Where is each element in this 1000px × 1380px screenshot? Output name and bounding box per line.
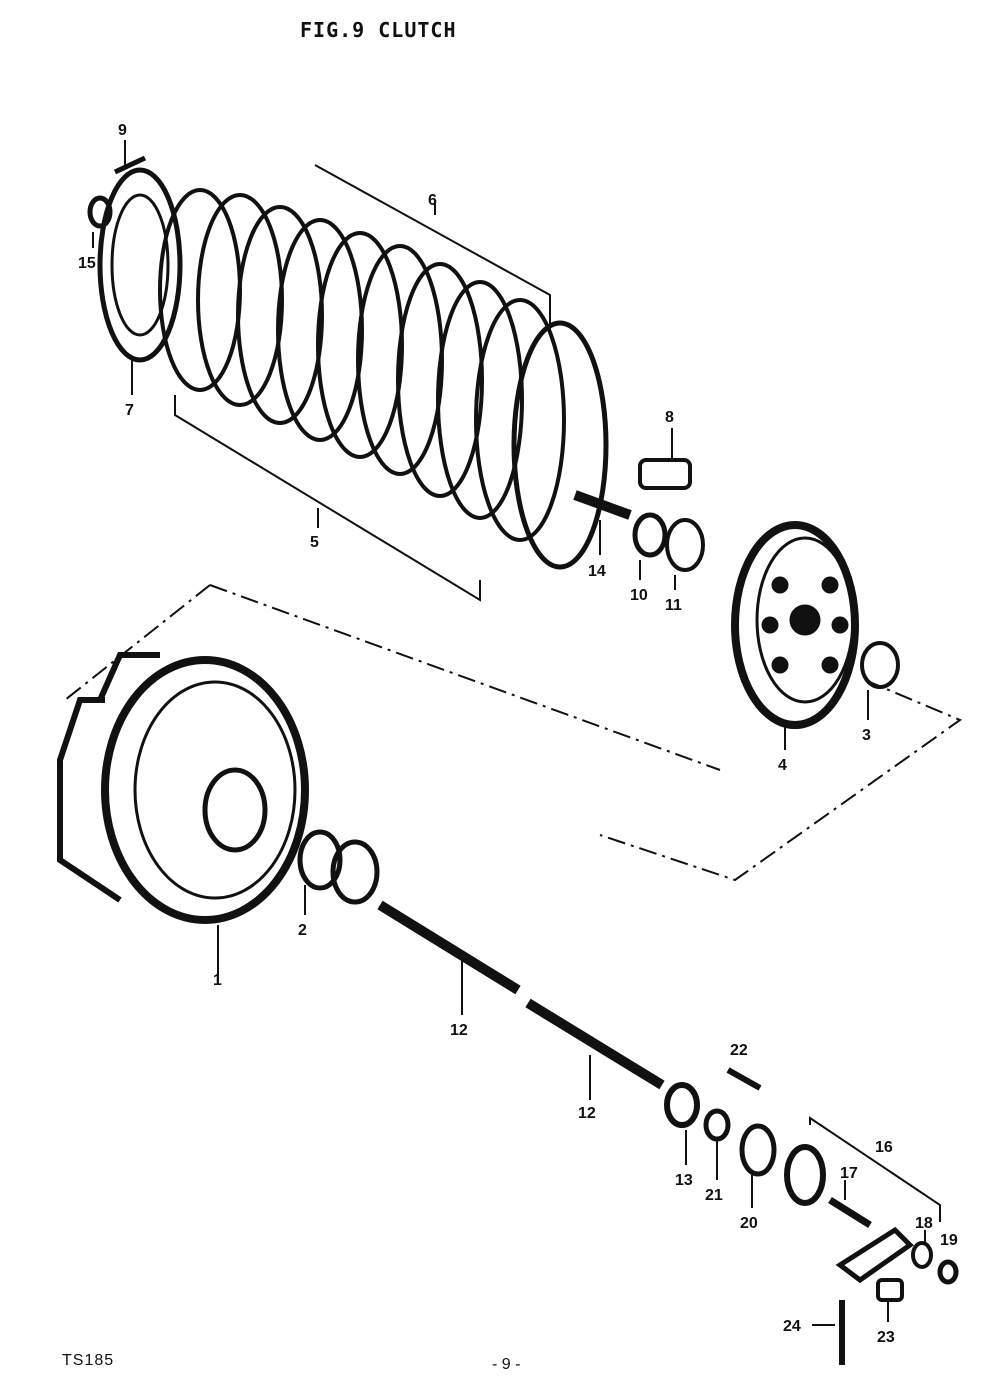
callout-15: 15 [78,255,96,272]
callout-14: 14 [588,563,606,580]
callout-12-upper: 12 [450,1022,468,1039]
callout-23: 23 [877,1329,895,1346]
callout-7: 7 [125,402,134,419]
callout-24: 24 [783,1318,801,1335]
callout-21: 21 [705,1187,723,1204]
callout-19: 19 [940,1232,958,1249]
callout-3: 3 [862,727,871,744]
page-number: - 9 - [492,1356,521,1373]
callout-12-lower: 12 [578,1105,596,1122]
callout-2: 2 [298,922,307,939]
clutch-plate-stack [97,167,609,570]
callout-5: 5 [310,534,319,551]
callout-6: 6 [428,192,437,209]
callout-8: 8 [665,409,674,426]
callout-10: 10 [630,587,648,604]
figure-title: FIG.9 CLUTCH [300,18,457,42]
callout-labels: 9 15 7 6 5 8 14 10 11 3 4 2 1 12 12 22 1… [78,122,958,1346]
callout-1: 1 [213,972,222,989]
callout-4: 4 [778,757,787,774]
callout-13: 13 [675,1172,693,1189]
callout-9: 9 [118,122,127,139]
model-code: TS185 [62,1352,115,1369]
callout-18: 18 [915,1215,933,1232]
callout-11: 11 [665,597,682,614]
callout-20: 20 [740,1215,758,1232]
callout-16: 16 [875,1139,893,1156]
callout-22: 22 [730,1042,748,1059]
callout-17: 17 [840,1165,858,1182]
clutch-housing [57,652,309,924]
